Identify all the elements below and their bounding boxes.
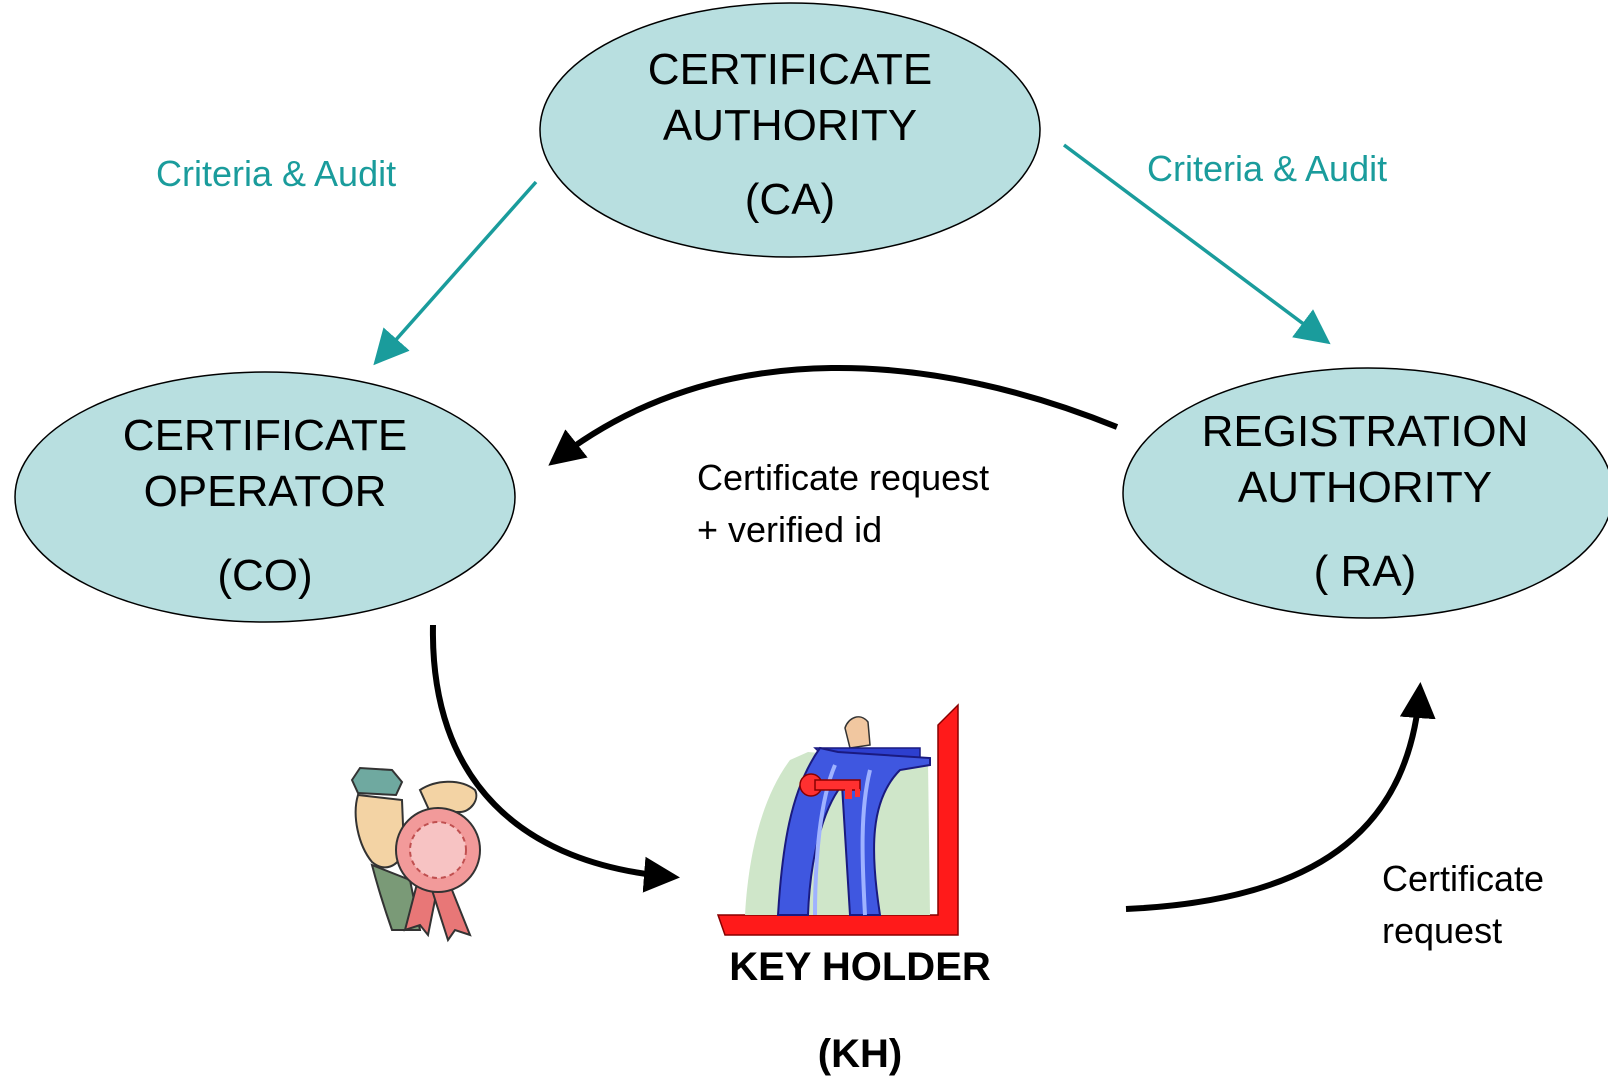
ra-line2: AUTHORITY <box>1237 463 1493 512</box>
ra-node <box>1122 367 1608 619</box>
co-line2: OPERATOR <box>143 467 387 516</box>
ca-to-ra-arrow <box>1062 143 1331 345</box>
kh-request-line2: request <box>1382 910 1503 951</box>
ca-to-co-arrow <box>373 180 538 366</box>
ra-to-co-arrow <box>548 365 1119 466</box>
co-line1: CERTIFICATE <box>122 411 408 460</box>
co-label: CERTIFICATE OPERATOR (CO) <box>65 408 465 604</box>
criteria-audit-label-right: Criteria & Audit <box>1147 148 1388 189</box>
key-holder-label: KEY HOLDER (KH) <box>660 945 1060 1077</box>
ca-node <box>539 2 1041 258</box>
ca-line2: AUTHORITY <box>662 101 918 150</box>
criteria-audit-label-left: Criteria & Audit <box>156 153 397 194</box>
ra-label: REGISTRATION AUTHORITY ( RA) <box>1165 404 1565 600</box>
cert-request-line1: Certificate request <box>697 457 990 498</box>
ra-line1: REGISTRATION <box>1201 407 1529 456</box>
ca-line1: CERTIFICATE <box>647 45 933 94</box>
co-node <box>14 371 516 623</box>
key-holder-line1: KEY HOLDER <box>729 945 991 989</box>
co-abbr: (CO) <box>217 551 313 600</box>
ra-abbr: ( RA) <box>1313 547 1417 596</box>
kh-to-ra-arrow <box>1125 682 1436 912</box>
co-to-kh-arrow <box>429 624 680 893</box>
key-holder-icon <box>716 703 959 936</box>
certificate-request-label: Certificate request <box>1382 853 1544 957</box>
ca-abbr: (CA) <box>744 175 836 224</box>
ca-label: CERTIFICATE AUTHORITY (CA) <box>590 42 990 228</box>
cert-request-line2: + verified id <box>697 509 883 550</box>
key-holder-line2: (KH) <box>817 1032 903 1076</box>
certificate-request-verified-label: Certificate request + verified id <box>697 452 989 556</box>
certificate-person-icon <box>350 766 481 943</box>
kh-request-line1: Certificate <box>1382 858 1545 899</box>
